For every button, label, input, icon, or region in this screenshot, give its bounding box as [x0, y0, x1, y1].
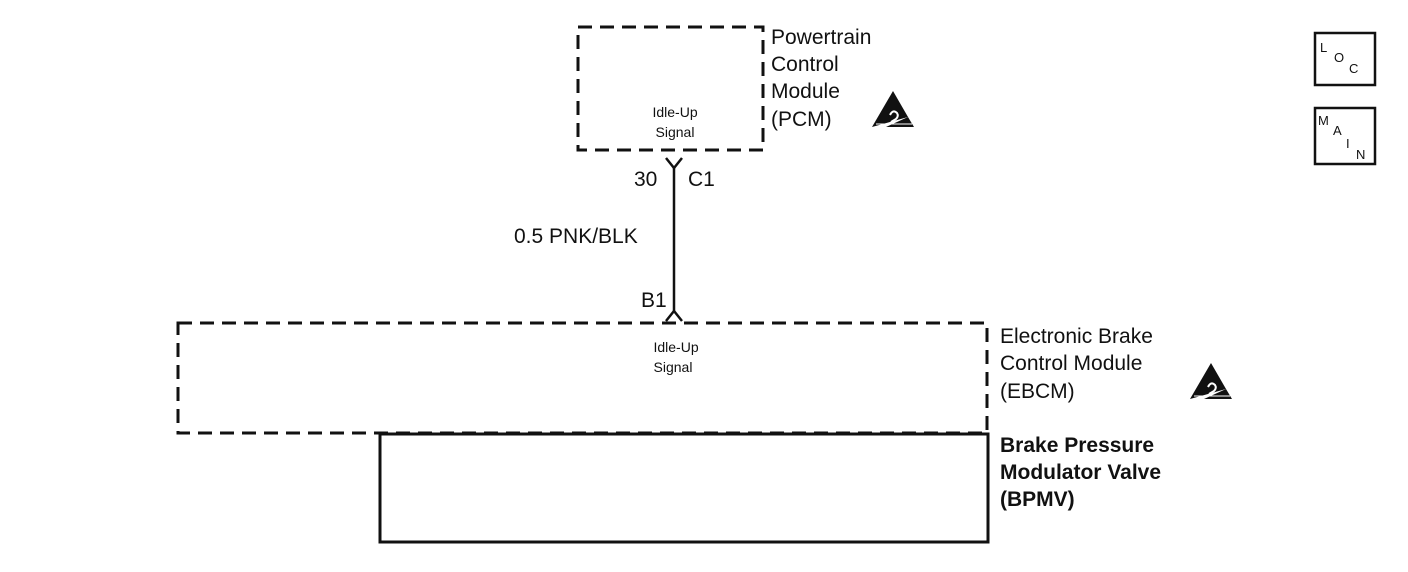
main-glyph-i: I	[1346, 136, 1350, 151]
main-glyph-m: M	[1318, 113, 1329, 128]
ebcm-box	[176, 321, 989, 435]
ebcm-name-label: Electronic Brake Control Module (EBCM)	[1000, 325, 1159, 403]
loc-glyph-l: L	[1320, 40, 1327, 55]
bpmv-box	[378, 432, 990, 544]
ebcm-connector-icon	[665, 308, 683, 322]
wire-label: 0.5 PNK/BLK	[514, 225, 638, 248]
pcm-connector-icon	[665, 157, 683, 171]
pcm-pin-number: 30	[634, 168, 657, 191]
loc-glyph-o: O	[1334, 50, 1344, 65]
pcm-connector-id: C1	[688, 168, 715, 191]
main-glyph-a: A	[1333, 123, 1342, 138]
loc-button[interactable]: L O C	[1313, 31, 1377, 87]
main-button[interactable]: M A I N	[1313, 106, 1377, 166]
ebcm-signal-label: Idle-Up Signal	[653, 339, 702, 375]
pcm-name-label: Powertrain Control Module (PCM)	[771, 26, 877, 131]
pcm-box	[576, 25, 765, 152]
pcm-signal-label: Idle-Up Signal	[652, 104, 701, 140]
main-glyph-n: N	[1356, 147, 1365, 162]
ebcm-esd-sensitive-icon	[1189, 362, 1233, 400]
loc-glyph-c: C	[1349, 61, 1358, 76]
ebcm-pin-number: B1	[641, 289, 667, 312]
pcm-esd-sensitive-icon	[871, 90, 915, 128]
bpmv-name-label: Brake Pressure Modulator Valve (BPMV)	[1000, 434, 1167, 511]
